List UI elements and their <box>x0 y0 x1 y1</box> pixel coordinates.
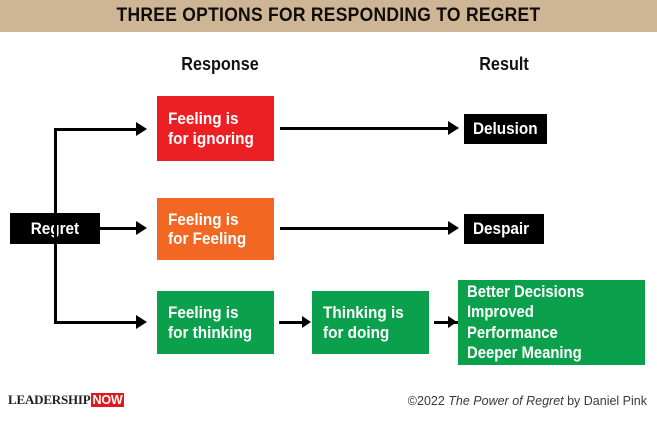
connector-feeling-to-despair <box>280 227 450 230</box>
node-despair-label: Despair <box>473 219 530 239</box>
node-outcomes-line-2: Improved Performance <box>467 303 558 342</box>
node-outcomes-line-1: Better Decisions <box>467 283 585 302</box>
branch-stub-middle <box>100 227 138 230</box>
branch-stub-bottom <box>54 321 138 324</box>
arrow-head-to-ignoring <box>136 122 147 136</box>
logo-text-leadership: LEADERSHIP <box>8 392 91 407</box>
arrow-head-to-delusion <box>448 121 459 135</box>
node-doing-line-1: Thinking is <box>323 303 404 323</box>
node-outcomes-line-3: Deeper Meaning <box>467 343 582 362</box>
credit-prefix: ©2022 <box>407 394 449 408</box>
node-feeling-is-for-feeling: Feeling is for Feeling <box>157 198 274 260</box>
arrow-head-to-feeling <box>136 221 147 235</box>
node-feeling-line-1: Feeling is <box>168 209 239 229</box>
header-band <box>0 0 657 32</box>
arrow-head-to-despair <box>448 221 459 235</box>
node-outcomes: Better Decisions Improved Performance De… <box>458 280 645 365</box>
node-thinking-line-1: Feeling is <box>168 303 239 323</box>
node-delusion: Delusion <box>464 114 547 144</box>
column-header-result: Result <box>479 54 529 74</box>
node-feeling-is-for-thinking: Feeling is for thinking <box>157 291 274 354</box>
branch-trunk-line <box>54 128 57 324</box>
branch-stub-top <box>54 128 138 131</box>
page-title: THREE OPTIONS FOR RESPONDING TO REGRET <box>116 5 541 26</box>
copyright-credit: ©2022 The Power of Regret by Daniel Pink <box>408 394 647 408</box>
node-doing-line-2: for doing <box>323 322 390 342</box>
node-ignoring-line-1: Feeling is <box>168 109 239 129</box>
column-header-response: Response <box>181 54 259 74</box>
node-thinking-line-2: for thinking <box>168 322 253 342</box>
arrow-head-to-thinking <box>136 315 147 329</box>
arrow-head-to-outcomes <box>448 316 457 328</box>
node-ignoring-line-2: for ignoring <box>168 128 254 148</box>
connector-ignoring-to-delusion <box>280 127 450 130</box>
connector-thinking-to-doing <box>279 321 305 324</box>
credit-suffix: by Daniel Pink <box>563 394 647 408</box>
arrow-head-to-doing <box>302 316 311 328</box>
node-feeling-line-2: for Feeling <box>168 229 247 248</box>
node-delusion-label: Delusion <box>473 119 538 139</box>
logo-text-now: NOW <box>90 393 125 407</box>
node-thinking-is-for-doing: Thinking is for doing <box>312 291 429 354</box>
node-feeling-is-for-ignoring: Feeling is for ignoring <box>157 96 274 161</box>
credit-book-title: The Power of Regret <box>448 394 564 408</box>
connector-doing-to-outcomes <box>434 321 458 324</box>
node-despair: Despair <box>464 214 544 244</box>
